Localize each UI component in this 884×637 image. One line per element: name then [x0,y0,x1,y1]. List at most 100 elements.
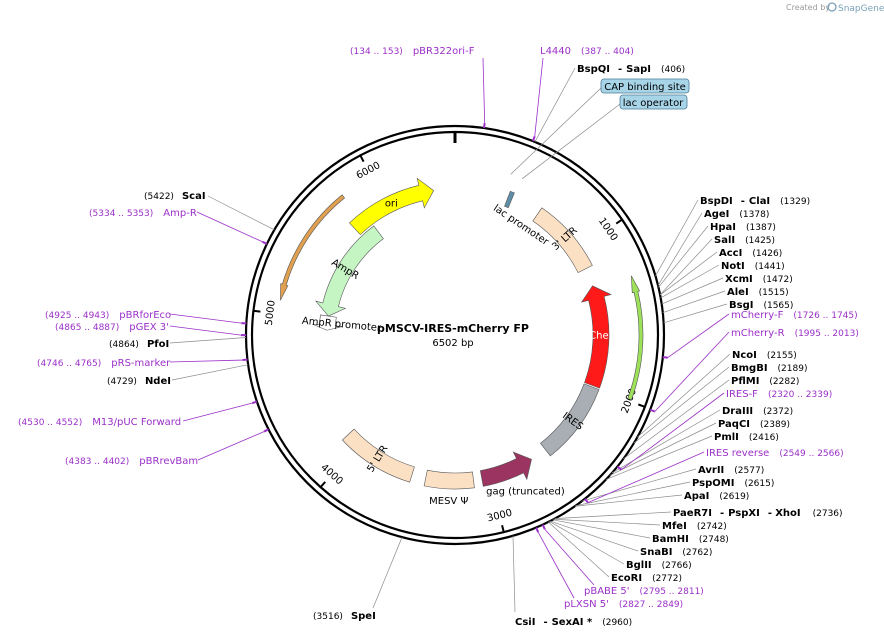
feature-mcherry-outer[interactable] [627,275,644,401]
feature-ires[interactable]: IRES [540,383,600,457]
enzyme-name: XcmI [725,274,753,285]
svg-text:(5334 .. 5353)Amp-R: (5334 .. 5353)Amp-R [89,208,197,219]
primer-leader-pbabe-5 [544,528,595,586]
site-label-paer7i-pspxi-xhoi[interactable]: PaeR7I-PspXI-XhoI(2736) [673,508,843,519]
site-position: (4729) [107,377,137,387]
feature-5-ltr[interactable]: 5' LTR [341,428,415,483]
feature-mcherry[interactable]: mCherry [579,285,623,389]
primer-label-ires-f[interactable]: IRES-F(2320 .. 2339) [726,389,832,400]
site-label-mfei[interactable]: MfeI(2742) [662,521,727,532]
box-leader-lac-operator [521,103,621,180]
svg-text:(4530 .. 4552)M13/pUC Forward: (4530 .. 4552)M13/pUC Forward [18,417,181,428]
primer-name: mCherry-F [731,310,784,321]
site-label-xcmi[interactable]: XcmI(1472) [725,274,793,285]
enzyme-name: PflMI [731,376,759,387]
primer-leader-pbrrevbam [197,431,265,461]
primer-label-mcherry-r[interactable]: mCherry-R(1995 .. 2013) [731,328,859,339]
feature-ampr[interactable]: AmpR [315,225,384,317]
site-label-bmgbi[interactable]: BmgBI(2189) [731,363,807,374]
primer-label-l4440[interactable]: L4440(387 .. 404) [540,46,634,57]
site-label-csii-sexai[interactable]: CsiI-SexAI *(2960) [515,617,632,628]
svg-text:NotI(1441): NotI(1441) [721,261,785,272]
site-marks [240,122,668,533]
tick-label: 3000 [486,508,513,525]
enzyme-name: BsgI [729,300,753,311]
site-leader-draiii [611,409,721,474]
primer-label-plxsn-5[interactable]: pLXSN 5'(2827 .. 2849) [564,599,683,610]
site-label-draiii[interactable]: DraIII(2372) [722,406,793,417]
enzyme-name: PaqCI [718,419,750,430]
site-label-hpai[interactable]: HpaI(1387) [710,222,776,233]
primer-position: (1995 .. 2013) [795,329,859,339]
enzyme-name: SalI [714,235,735,246]
enzyme-name: SnaBI [640,547,672,558]
svg-text:HpaI(1387): HpaI(1387) [710,222,776,233]
tick-label: 5000 [264,300,278,327]
site-label-apai[interactable]: ApaI(2619) [684,491,749,502]
site-label-bamhi[interactable]: BamHI(2748) [652,534,729,545]
site-label-paqci[interactable]: PaqCI (2389) [718,419,790,430]
site-label-scai[interactable]: (5422)ScaI [144,191,206,202]
site-position: (2155) [767,351,797,361]
site-label-agei[interactable]: AgeI(1378) [704,209,769,220]
feature-gag-truncated[interactable]: gag (truncated) [479,451,565,498]
callout-lac-operator[interactable]: lac operator [619,94,688,110]
primer-label-m13-puc-forward[interactable]: (4530 .. 4552)M13/pUC Forward [18,417,181,428]
site-label-bspqi-sapi[interactable]: BspQI-SapI(406) [577,64,685,75]
svg-text:(134 .. 153)pBR322ori-F: (134 .. 153)pBR322ori-F [350,46,475,57]
site-label-ncoi[interactable]: NcoI(2155) [732,350,797,361]
site-label-pfoi[interactable]: (4864)PfoI [109,339,169,350]
feature-label: AmpR promoter [301,316,382,334]
site-label-pspomi[interactable]: PspOMI(2615) [692,478,774,489]
site-position: (2389) [760,420,790,430]
tick-mark [501,525,505,534]
svg-text:SalI(1425): SalI(1425) [714,235,775,246]
feature-mesv-psi[interactable]: MESV Ψ [423,469,475,507]
feature-arrow [341,428,415,483]
site-label-pflmi[interactable]: PflMI(2282) [731,376,799,387]
site-label-noti[interactable]: NotI(1441) [721,261,785,272]
enzyme-name: BglII [626,560,652,571]
feature-ampr-promoter[interactable]: AmpR promoter [301,314,382,334]
feature-arrow [540,383,600,457]
primer-label-pgex-3[interactable]: (4865 .. 4887)pGEX 3' [55,322,169,333]
site-label-ecori[interactable]: EcoRI(2772) [611,573,682,584]
site-position: (1378) [739,210,769,220]
primer-label-pbrrevbam[interactable]: (4383 .. 4402)pBRrevBam [65,456,198,467]
site-label-alei[interactable]: AleI(1515) [727,287,789,298]
primer-label-ires-reverse[interactable]: IRES reverse(2549 .. 2566) [706,448,844,459]
primer-label-mcherry-f[interactable]: mCherry-F(1726 .. 1745) [731,310,858,321]
site-label-bglii[interactable]: BglII(2766) [626,560,692,571]
site-label-snabi[interactable]: SnaBI(2762) [640,547,712,558]
site-label-pmli[interactable]: PmlI(2416) [714,432,779,443]
site-position: (2748) [699,535,729,545]
callout-label: lac operator [623,98,684,109]
feature-3-ltr[interactable]: 3' LTR [532,207,593,274]
primer-label-prs-marker[interactable]: (4746 .. 4765)pRS-marker [37,358,171,369]
primer-label-pbabe-5[interactable]: pBABE 5'(2795 .. 2811) [584,586,704,597]
site-leader-pflmi [623,379,730,460]
primer-mark-amp-r [261,240,268,245]
enzyme-separator: - [618,64,622,75]
site-label-acci[interactable]: AccI(1426) [719,248,782,259]
svg-text:IRES reverse(2549 .. 2566): IRES reverse(2549 .. 2566) [706,448,844,459]
primer-label-pbr322ori-f[interactable]: (134 .. 153)pBR322ori-F [350,46,475,57]
primer-position: (2827 .. 2849) [619,600,683,610]
site-label-avrii[interactable]: AvrII(2577) [698,465,764,476]
primer-label-pbrforeco[interactable]: (4925 .. 4943)pBRforEco [45,310,171,321]
primer-label-amp-r[interactable]: (5334 .. 5353)Amp-R [89,208,197,219]
feature-ampr-outer[interactable] [280,194,345,301]
site-label-sali[interactable]: SalI(1425) [714,235,775,246]
tick-mark [252,309,261,313]
callout-cap-binding-site[interactable]: CAP binding site [600,78,690,94]
primer-position: (2320 .. 2339) [768,390,832,400]
enzyme-name: NdeI [145,376,171,387]
site-label-spei[interactable]: (3516)SpeI [313,611,376,622]
svg-text:AleI(1515): AleI(1515) [727,287,789,298]
site-label-ndei[interactable]: (4729) NdeI [107,376,171,387]
feature-ori[interactable]: ori [348,177,435,235]
site-label-bsgi[interactable]: BsgI(1565) [729,300,793,311]
site-label-bspdi-clai[interactable]: BspDI-ClaI(1329) [700,196,810,207]
primer-mark-mcherry-f [662,356,668,359]
